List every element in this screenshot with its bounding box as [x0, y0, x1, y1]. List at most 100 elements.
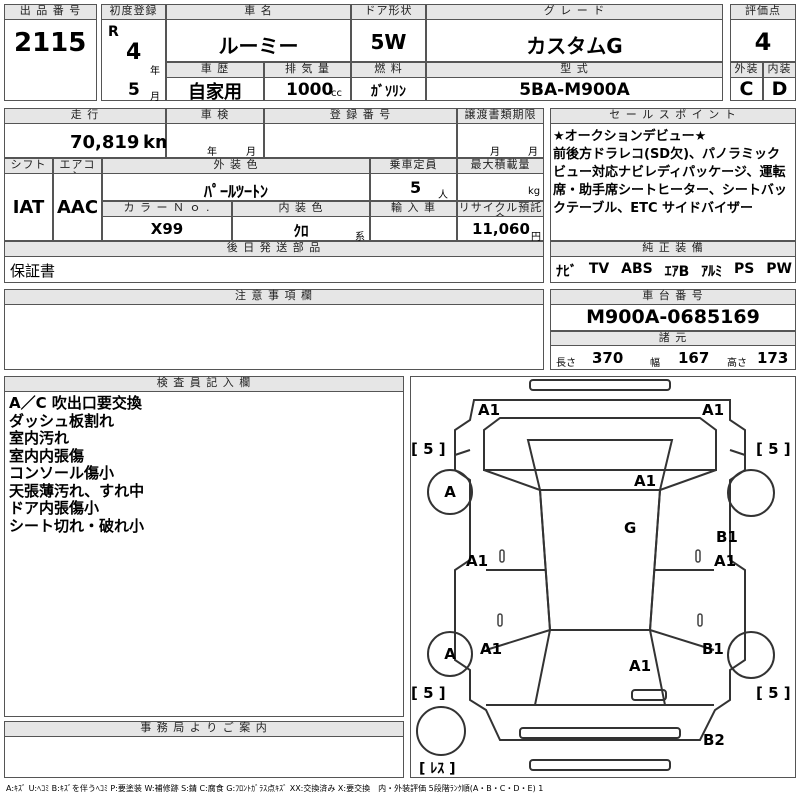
int-color: ｸﾛ [293, 222, 309, 240]
reg-year: 4 [126, 40, 142, 65]
mileage-box [4, 123, 166, 158]
history: 自家用 [188, 82, 242, 103]
grade-header: グ レ ー ド [426, 4, 723, 20]
inspector-note: 天張薄汚れ、すれ中 [9, 481, 145, 500]
width: 167 [678, 349, 710, 367]
transfer-day-unit: 月 [528, 147, 538, 158]
sales-point-header: セ ー ル ス ポ イ ン ト [550, 108, 796, 124]
recycle-box [457, 216, 544, 241]
mark-hood: A1 [634, 472, 657, 490]
sales-point-box [550, 123, 796, 241]
inspector-note: シート切れ・破れ小 [9, 516, 145, 535]
inspector-note: ドア内張傷小 [9, 499, 100, 517]
equipment-list: ﾅﾋﾞ TV ABS ｴｱB ｱﾙﾐ PS PW [556, 261, 792, 281]
office-box [4, 736, 404, 778]
int-color-box [232, 216, 370, 241]
mark-roof: G [624, 519, 637, 537]
grade-box [426, 19, 723, 62]
max-load-header: 最大積載量 [457, 158, 544, 174]
equipment-item: TV [588, 261, 610, 277]
mileage: 70,819 [70, 132, 140, 153]
tire-front-left: A [427, 469, 473, 515]
tire-rear-left: A [427, 631, 473, 677]
shift: IAT [12, 197, 45, 218]
year-unit: 年 [150, 66, 160, 77]
history-header: 車 歴 [166, 62, 264, 78]
inspector-notes: A／C 吹出口要交換 ダッシュ板割れ 室内汚れ 室内内張傷 コンソール傷小 天張… [9, 394, 145, 535]
lot-box [4, 19, 97, 101]
color-no-header: カ ラ ー Ｎ ｏ . [102, 201, 232, 217]
mark-door-fr-top: B1 [716, 528, 738, 546]
equipment-item: PW [766, 261, 792, 277]
transfer-box [457, 123, 544, 158]
insp-year-unit: 年 [207, 147, 217, 158]
lot-header: 出 品 番 号 [4, 4, 97, 20]
interior-grade: D [771, 78, 788, 100]
fuel-header: 燃 料 [351, 62, 426, 78]
height: 173 [757, 349, 789, 367]
tire-front-right [727, 469, 775, 517]
mark-door-fr: A1 [714, 552, 737, 570]
cc-unit: cc [331, 88, 342, 99]
later-parts-box [4, 256, 544, 283]
person-unit: 人 [438, 190, 448, 201]
equipment-item: ｴｱB [664, 264, 690, 280]
height-label: 高さ [727, 358, 747, 369]
chassis-box [550, 304, 796, 331]
car-name-box [166, 19, 351, 62]
color-no-box [102, 216, 232, 241]
equipment-item: ABS [621, 261, 653, 277]
color-no: X99 [150, 220, 184, 238]
capacity: 5 [410, 178, 422, 197]
mark-front-left: A1 [478, 401, 501, 419]
mark-rear: B2 [703, 731, 725, 749]
width-label: 幅 [650, 358, 660, 369]
score-header: 評価点 [730, 4, 796, 20]
displacement-header: 排 気 量 [264, 62, 351, 78]
displacement: 1000 [286, 80, 334, 100]
inspector-note: 室内内張傷 [9, 446, 85, 465]
score-box [730, 19, 796, 62]
displacement-box [264, 77, 351, 101]
spare-label: [ ﾚｽ ] [419, 761, 456, 777]
equipment-item: ﾅﾋﾞ [556, 264, 577, 280]
inspection-box [166, 123, 264, 158]
sales-point-text: ★オークションデビュー★ 前後方ドラレコ(SD欠)、パノラミックビュー対応ナビレ… [553, 129, 787, 216]
mark-front-right: A1 [702, 401, 725, 419]
inspector-box [4, 391, 404, 717]
later-parts-header: 後 日 発 送 部 品 [4, 241, 544, 257]
int-color-header: 内 装 色 [232, 201, 370, 217]
yen-unit: 円 [531, 232, 541, 243]
tire-rr-depth: [ 5 ] [756, 684, 791, 702]
reg-month: 5 [128, 80, 140, 100]
mark-rear-glass: A1 [629, 657, 652, 675]
equipment-item: ｱﾙﾐ [701, 264, 723, 280]
mileage-header: 走 行 [4, 108, 166, 124]
capacity-header: 乗車定員 [370, 158, 457, 174]
tire-fr-depth: [ 5 ] [756, 440, 791, 458]
max-load-box [457, 173, 544, 201]
chassis-number: M900A-0685169 [586, 306, 760, 328]
wheel-rl-mark: A [444, 645, 456, 663]
series-unit: 系 [355, 232, 365, 243]
car-diagram [410, 376, 796, 778]
genuine-box [550, 256, 796, 283]
exterior-header: 外装 [730, 62, 763, 78]
ext-color-header: 外 装 色 [102, 158, 370, 174]
notes-header: 注 意 事 項 欄 [4, 289, 544, 305]
tire-fl-depth: [ 5 ] [411, 440, 446, 458]
model-header: 型 式 [426, 62, 723, 78]
grade: カスタムG [526, 34, 623, 58]
car-name-header: 車 名 [166, 4, 351, 20]
notes-box [4, 304, 544, 370]
import-header: 輸 入 車 [370, 201, 457, 217]
inspector-note: ダッシュ板割れ [9, 411, 115, 430]
car-name: ルーミー [218, 34, 299, 58]
month-unit: 月 [150, 92, 160, 103]
insp-month-unit: 月 [246, 147, 256, 158]
tire-rl-depth: [ 5 ] [411, 684, 446, 702]
chassis-header: 車 台 番 号 [550, 289, 796, 305]
exterior-box [730, 77, 763, 101]
transfer-header: 譲渡書類期限 [457, 108, 544, 124]
ext-color-box [102, 173, 370, 201]
